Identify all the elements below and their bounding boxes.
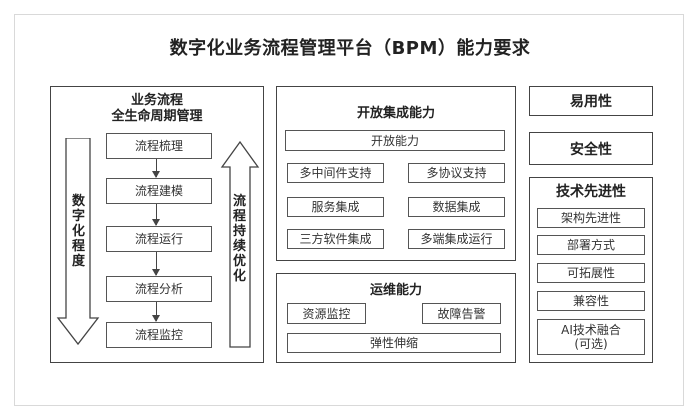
ai-fusion-label: AI技术融合 xyxy=(561,323,621,337)
flow-arrow-4 xyxy=(152,302,160,322)
multi-terminal-box: 多端集成运行 xyxy=(408,229,505,249)
middleware-box: 多中间件支持 xyxy=(287,163,384,183)
step-3-box: 流程运行 xyxy=(106,226,212,252)
step-1-box: 流程梳理 xyxy=(106,133,212,159)
third-party-box: 三方软件集成 xyxy=(287,229,384,249)
extensibility-box: 可拓展性 xyxy=(537,263,645,283)
step-4-box: 流程分析 xyxy=(106,276,212,302)
integration-title: 开放集成能力 xyxy=(356,106,435,121)
ai-optional-label: (可选) xyxy=(574,337,608,351)
elastic-scaling-box: 弹性伸缩 xyxy=(287,333,501,353)
data-integration-box: 数据集成 xyxy=(408,197,505,217)
flow-arrow-3 xyxy=(152,252,160,276)
flow-arrow-1 xyxy=(152,159,160,178)
flow-arrow-2 xyxy=(152,204,160,226)
lifecycle-title-line2: 全生命周期管理 xyxy=(111,109,203,124)
protocol-box: 多协议支持 xyxy=(408,163,505,183)
diagram-title: 数字化业务流程管理平台（BPM）能力要求 xyxy=(169,38,531,59)
compatibility-box: 兼容性 xyxy=(537,291,645,311)
usability-panel: 易用性 xyxy=(529,86,653,116)
security-panel: 安全性 xyxy=(529,132,653,165)
lifecycle-title-line1: 业务流程 xyxy=(130,93,183,108)
step-5-box: 流程监控 xyxy=(106,322,212,348)
usability-label: 易用性 xyxy=(570,94,612,110)
digitalization-label: 数字化程度 xyxy=(71,194,85,269)
security-label: 安全性 xyxy=(570,141,612,158)
ops-title: 运维能力 xyxy=(369,283,422,298)
optimization-label: 流程持续优化 xyxy=(232,194,246,284)
deployment-box: 部署方式 xyxy=(537,235,645,255)
optimization-arrow xyxy=(220,141,260,348)
service-integration-box: 服务集成 xyxy=(287,197,384,217)
open-capability-box: 开放能力 xyxy=(285,130,505,151)
tech-title: 技术先进性 xyxy=(556,184,626,200)
step-2-box: 流程建模 xyxy=(106,178,212,204)
resource-monitor-box: 资源监控 xyxy=(287,303,366,324)
fault-alarm-box: 故障告警 xyxy=(422,303,501,324)
ai-fusion-box: AI技术融合 (可选) xyxy=(537,319,645,355)
digitalization-arrow xyxy=(56,138,100,346)
architecture-box: 架构先进性 xyxy=(537,208,645,228)
